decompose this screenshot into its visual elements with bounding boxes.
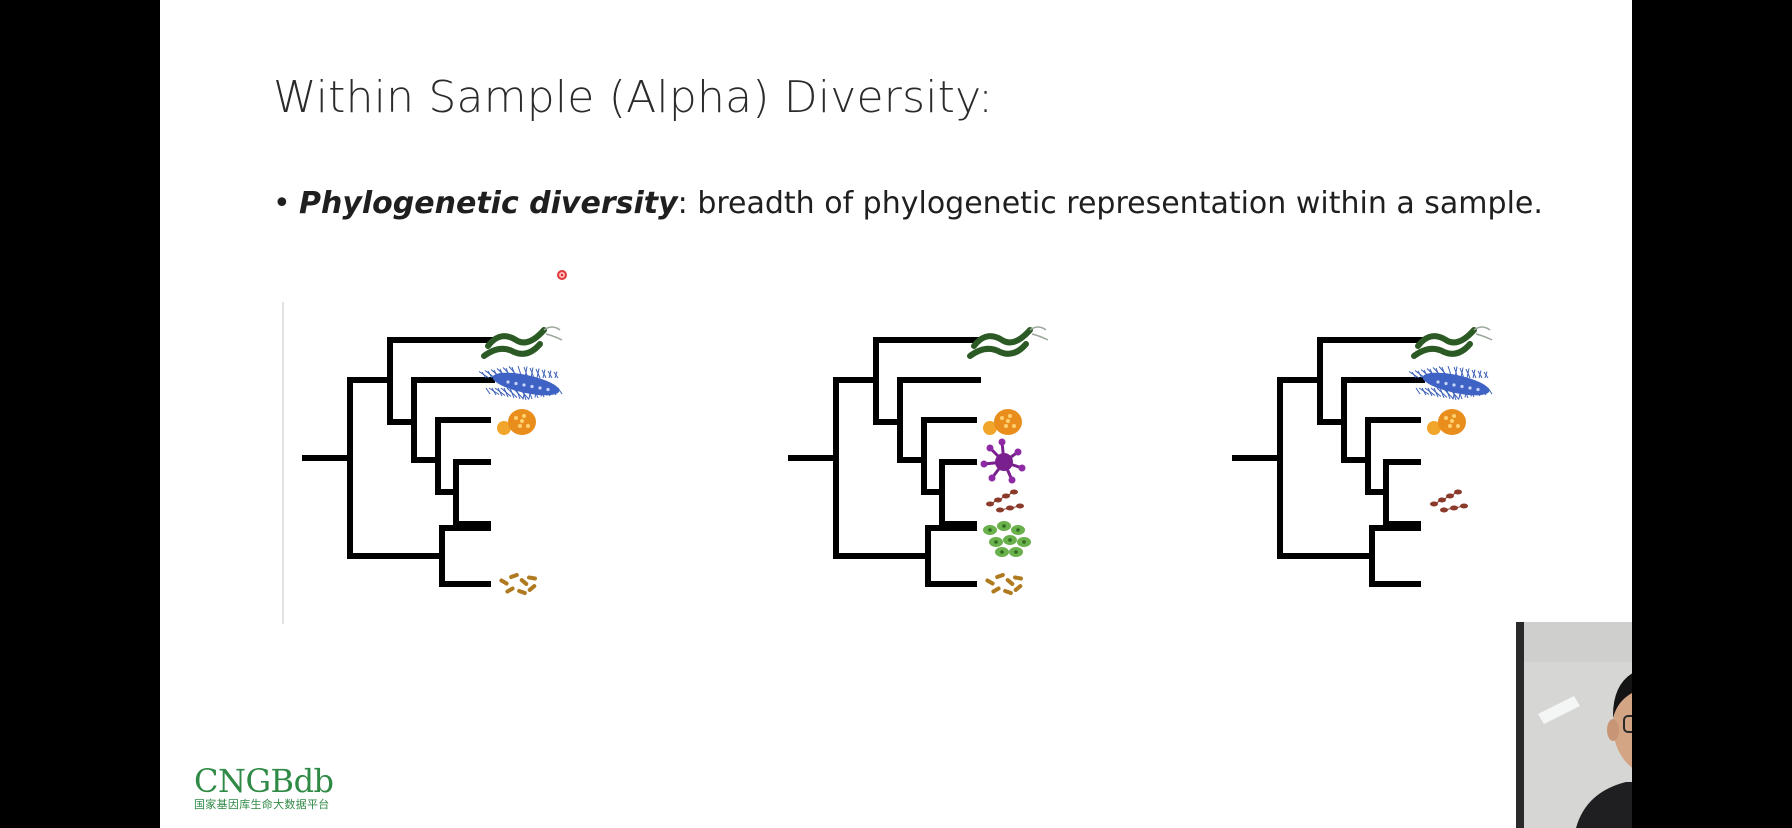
phylogenetic-tree-sample-3 [1232,326,1493,587]
orange-spore-icon [497,409,536,435]
green-worm-icon [481,326,563,359]
orange-spore-icon [1427,409,1466,435]
green-worm-icon [1411,326,1493,359]
logo-subtitle: 国家基因库生命大数据平台 [194,798,330,811]
brown-chain-icon [1430,489,1468,513]
slide: Within Sample (Alpha) Diversity: •Phylog… [160,0,1632,828]
phylogenetic-tree-sample-2 [788,326,1049,596]
bullet-definition: : breadth of phylogenetic representation… [677,186,1543,221]
bullet-point: •Phylogenetic diversity: breadth of phyl… [273,186,1543,221]
slide-title: Within Sample (Alpha) Diversity: [273,72,994,123]
tree-branches [1232,337,1425,587]
orange-spore-icon [983,409,1022,435]
logo-name: CNGBdb [194,762,334,800]
brown-rods-icon [499,572,537,596]
divider-line [282,302,284,624]
cngbdb-logo: CNGBdb 国家基因库生命大数据平台 [194,764,334,812]
tree-leaves [1408,326,1493,513]
blue-bacterium-icon [1408,365,1493,401]
tree-branches [302,337,495,587]
tree-branches [788,337,981,587]
brown-rods-icon [985,572,1023,596]
tree-leaves [967,326,1049,596]
tree-leaves [478,326,563,596]
laser-pointer-icon [557,270,567,280]
phylogenetic-tree-sample-1 [302,326,563,596]
green-cluster-icon [983,521,1031,557]
blue-bacterium-icon [478,365,563,401]
purple-virus-icon [980,438,1026,484]
webcam-video [1516,622,1632,828]
green-worm-icon [967,326,1049,359]
bullet-term: Phylogenetic diversity [299,186,678,221]
brown-chain-icon [986,489,1024,513]
bullet-marker: • [273,186,291,221]
presenter-video-frame [1516,622,1632,828]
